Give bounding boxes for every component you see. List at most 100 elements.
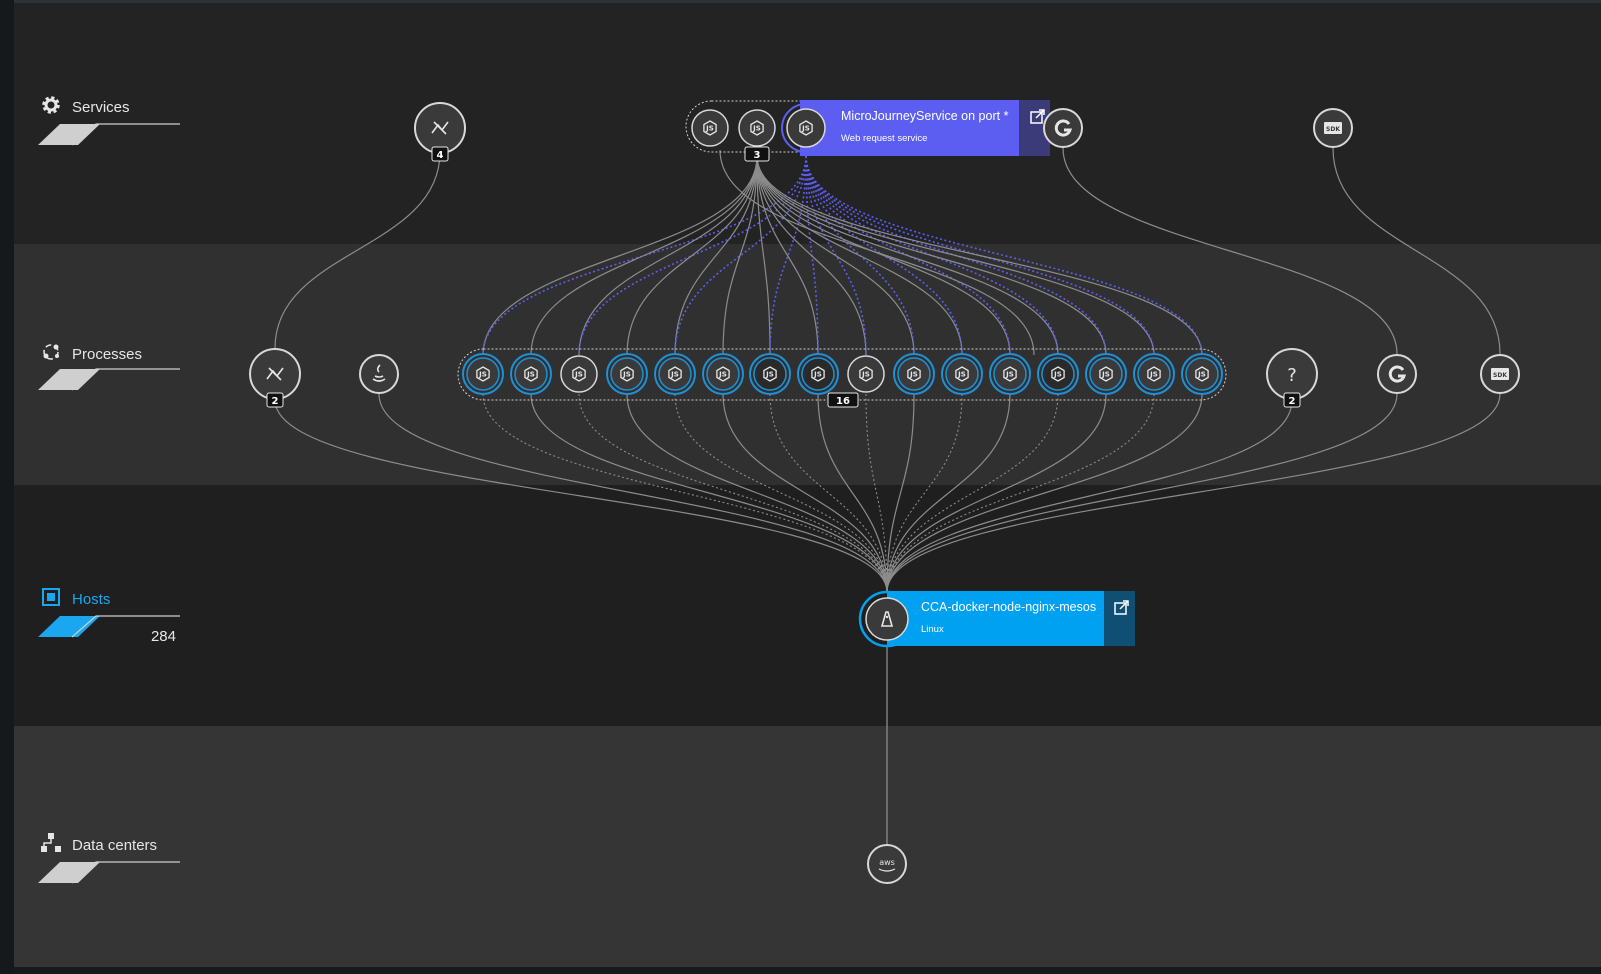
process-node[interactable]: JS (654, 353, 696, 395)
connection-line (756, 155, 1059, 356)
connection-line (722, 155, 758, 356)
nodejs-icon: JS (668, 366, 682, 382)
nodejs-icon: JS (716, 366, 730, 382)
process-node[interactable]: JS (462, 353, 504, 395)
connection-line (530, 155, 758, 356)
process-sdk-node[interactable]: SDK (1480, 354, 1520, 394)
connection-line (719, 149, 1035, 356)
service-sdk-node[interactable]: SDK (1313, 108, 1353, 148)
process-node[interactable]: JS (749, 353, 791, 395)
connection-line (756, 155, 771, 356)
sdk-icon: SDK (1491, 368, 1509, 380)
host-name: CCA-docker-node-nginx-mesos (921, 600, 1096, 614)
service-apache-group[interactable]: 4 (414, 102, 466, 162)
nodejs-icon: JS (1147, 366, 1161, 382)
connection-line (769, 155, 807, 356)
svg-text:JS: JS (801, 125, 810, 133)
apache-icon (431, 121, 449, 135)
question-icon: ? (1287, 365, 1297, 386)
service-type: Web request service (841, 133, 927, 144)
top-border (0, 0, 1601, 3)
process-cluster-outline (457, 348, 1227, 401)
connection-line (865, 393, 888, 593)
connection-line (756, 155, 915, 356)
process-node[interactable]: JS (1181, 353, 1223, 395)
connection-line (578, 155, 807, 356)
layer-indicator (38, 123, 180, 146)
nodejs-icon: JS (859, 366, 873, 382)
connection-line (756, 155, 963, 356)
service-node[interactable]: JS (738, 109, 776, 147)
connection-line (817, 393, 888, 593)
external-link-icon[interactable] (1030, 109, 1045, 124)
layer-datacenters[interactable]: Data centers (38, 833, 180, 884)
connection-line (886, 393, 1059, 593)
svg-text:JS: JS (526, 371, 535, 379)
nodejs-icon: JS (763, 366, 777, 382)
process-node[interactable]: JS (606, 353, 648, 395)
connection-line (756, 155, 1107, 356)
connection-line (1332, 147, 1501, 355)
hosts-layer-band (14, 485, 1601, 726)
nodejs-icon: JS (750, 120, 764, 136)
process-g-node[interactable] (1377, 354, 1417, 394)
process-java-node[interactable] (359, 354, 399, 394)
svg-text:JS: JS (861, 371, 870, 379)
connection-line (378, 393, 888, 593)
layer-hosts[interactable]: Hosts 284 (38, 588, 180, 645)
svg-text:JS: JS (1101, 371, 1110, 379)
service-name: MicroJourneyService on port * (841, 109, 1009, 123)
process-node[interactable]: JS (797, 353, 839, 395)
selected-host-card[interactable]: CCA-docker-node-nginx-mesos Linux (887, 591, 1135, 646)
layer-services[interactable]: Services (38, 96, 180, 146)
process-node[interactable]: JS (893, 353, 935, 395)
connection-line (578, 393, 888, 593)
process-node[interactable]: JS (1133, 353, 1175, 395)
nodejs-icon: JS (799, 120, 813, 136)
connection-line (886, 393, 1398, 593)
process-node[interactable]: JS (702, 353, 744, 395)
hosts-count: 284 (151, 628, 176, 645)
process-node[interactable]: JS (989, 353, 1031, 395)
connection-line (886, 393, 1107, 593)
process-node[interactable]: JS (560, 355, 598, 393)
datacenter-icon (41, 833, 61, 852)
svg-text:3: 3 (754, 150, 761, 161)
process-node[interactable]: JS (510, 353, 552, 395)
selected-service-node[interactable]: JS (781, 103, 831, 153)
nodejs-icon: JS (1051, 366, 1065, 382)
connection-line (886, 393, 963, 593)
process-node[interactable]: JS (941, 353, 983, 395)
process-apache-group[interactable]: 2 (249, 348, 301, 408)
cluster-count-badge[interactable]: 3 (744, 146, 770, 162)
process-unknown-group[interactable]: ? 2 (1266, 348, 1318, 408)
connection-line (805, 155, 1011, 356)
process-node[interactable]: JS (847, 355, 885, 393)
connection-line (626, 393, 888, 593)
connection-line (756, 155, 867, 356)
layer-label-datacenters: Data centers (72, 837, 157, 854)
host-os: Linux (921, 624, 944, 635)
process-node[interactable]: JS (1037, 353, 1079, 395)
svg-text:JS: JS (909, 371, 918, 379)
svg-text:JS: JS (705, 125, 714, 133)
layer-indicator (38, 615, 180, 638)
datacenter-aws-node[interactable]: aws (867, 844, 907, 884)
external-link-icon[interactable] (1114, 600, 1129, 615)
service-node[interactable]: JS (691, 109, 729, 147)
service-g-node[interactable] (1043, 108, 1083, 148)
connection-line (805, 155, 963, 356)
process-node[interactable]: JS (1085, 353, 1127, 395)
svg-text:JS: JS (478, 371, 487, 379)
svg-text:JS: JS (957, 371, 966, 379)
group-count-badge: 2 (272, 396, 279, 407)
cluster-count-badge[interactable]: 16 (827, 392, 859, 408)
layer-processes[interactable]: Processes (38, 344, 180, 391)
svg-text:JS: JS (670, 371, 679, 379)
host-node[interactable] (858, 590, 916, 648)
connection-line (674, 155, 758, 356)
selected-service-card[interactable]: MicroJourneyService on port * Web reques… (800, 100, 1050, 156)
svg-text:16: 16 (836, 396, 850, 407)
connection-line (886, 393, 1203, 593)
